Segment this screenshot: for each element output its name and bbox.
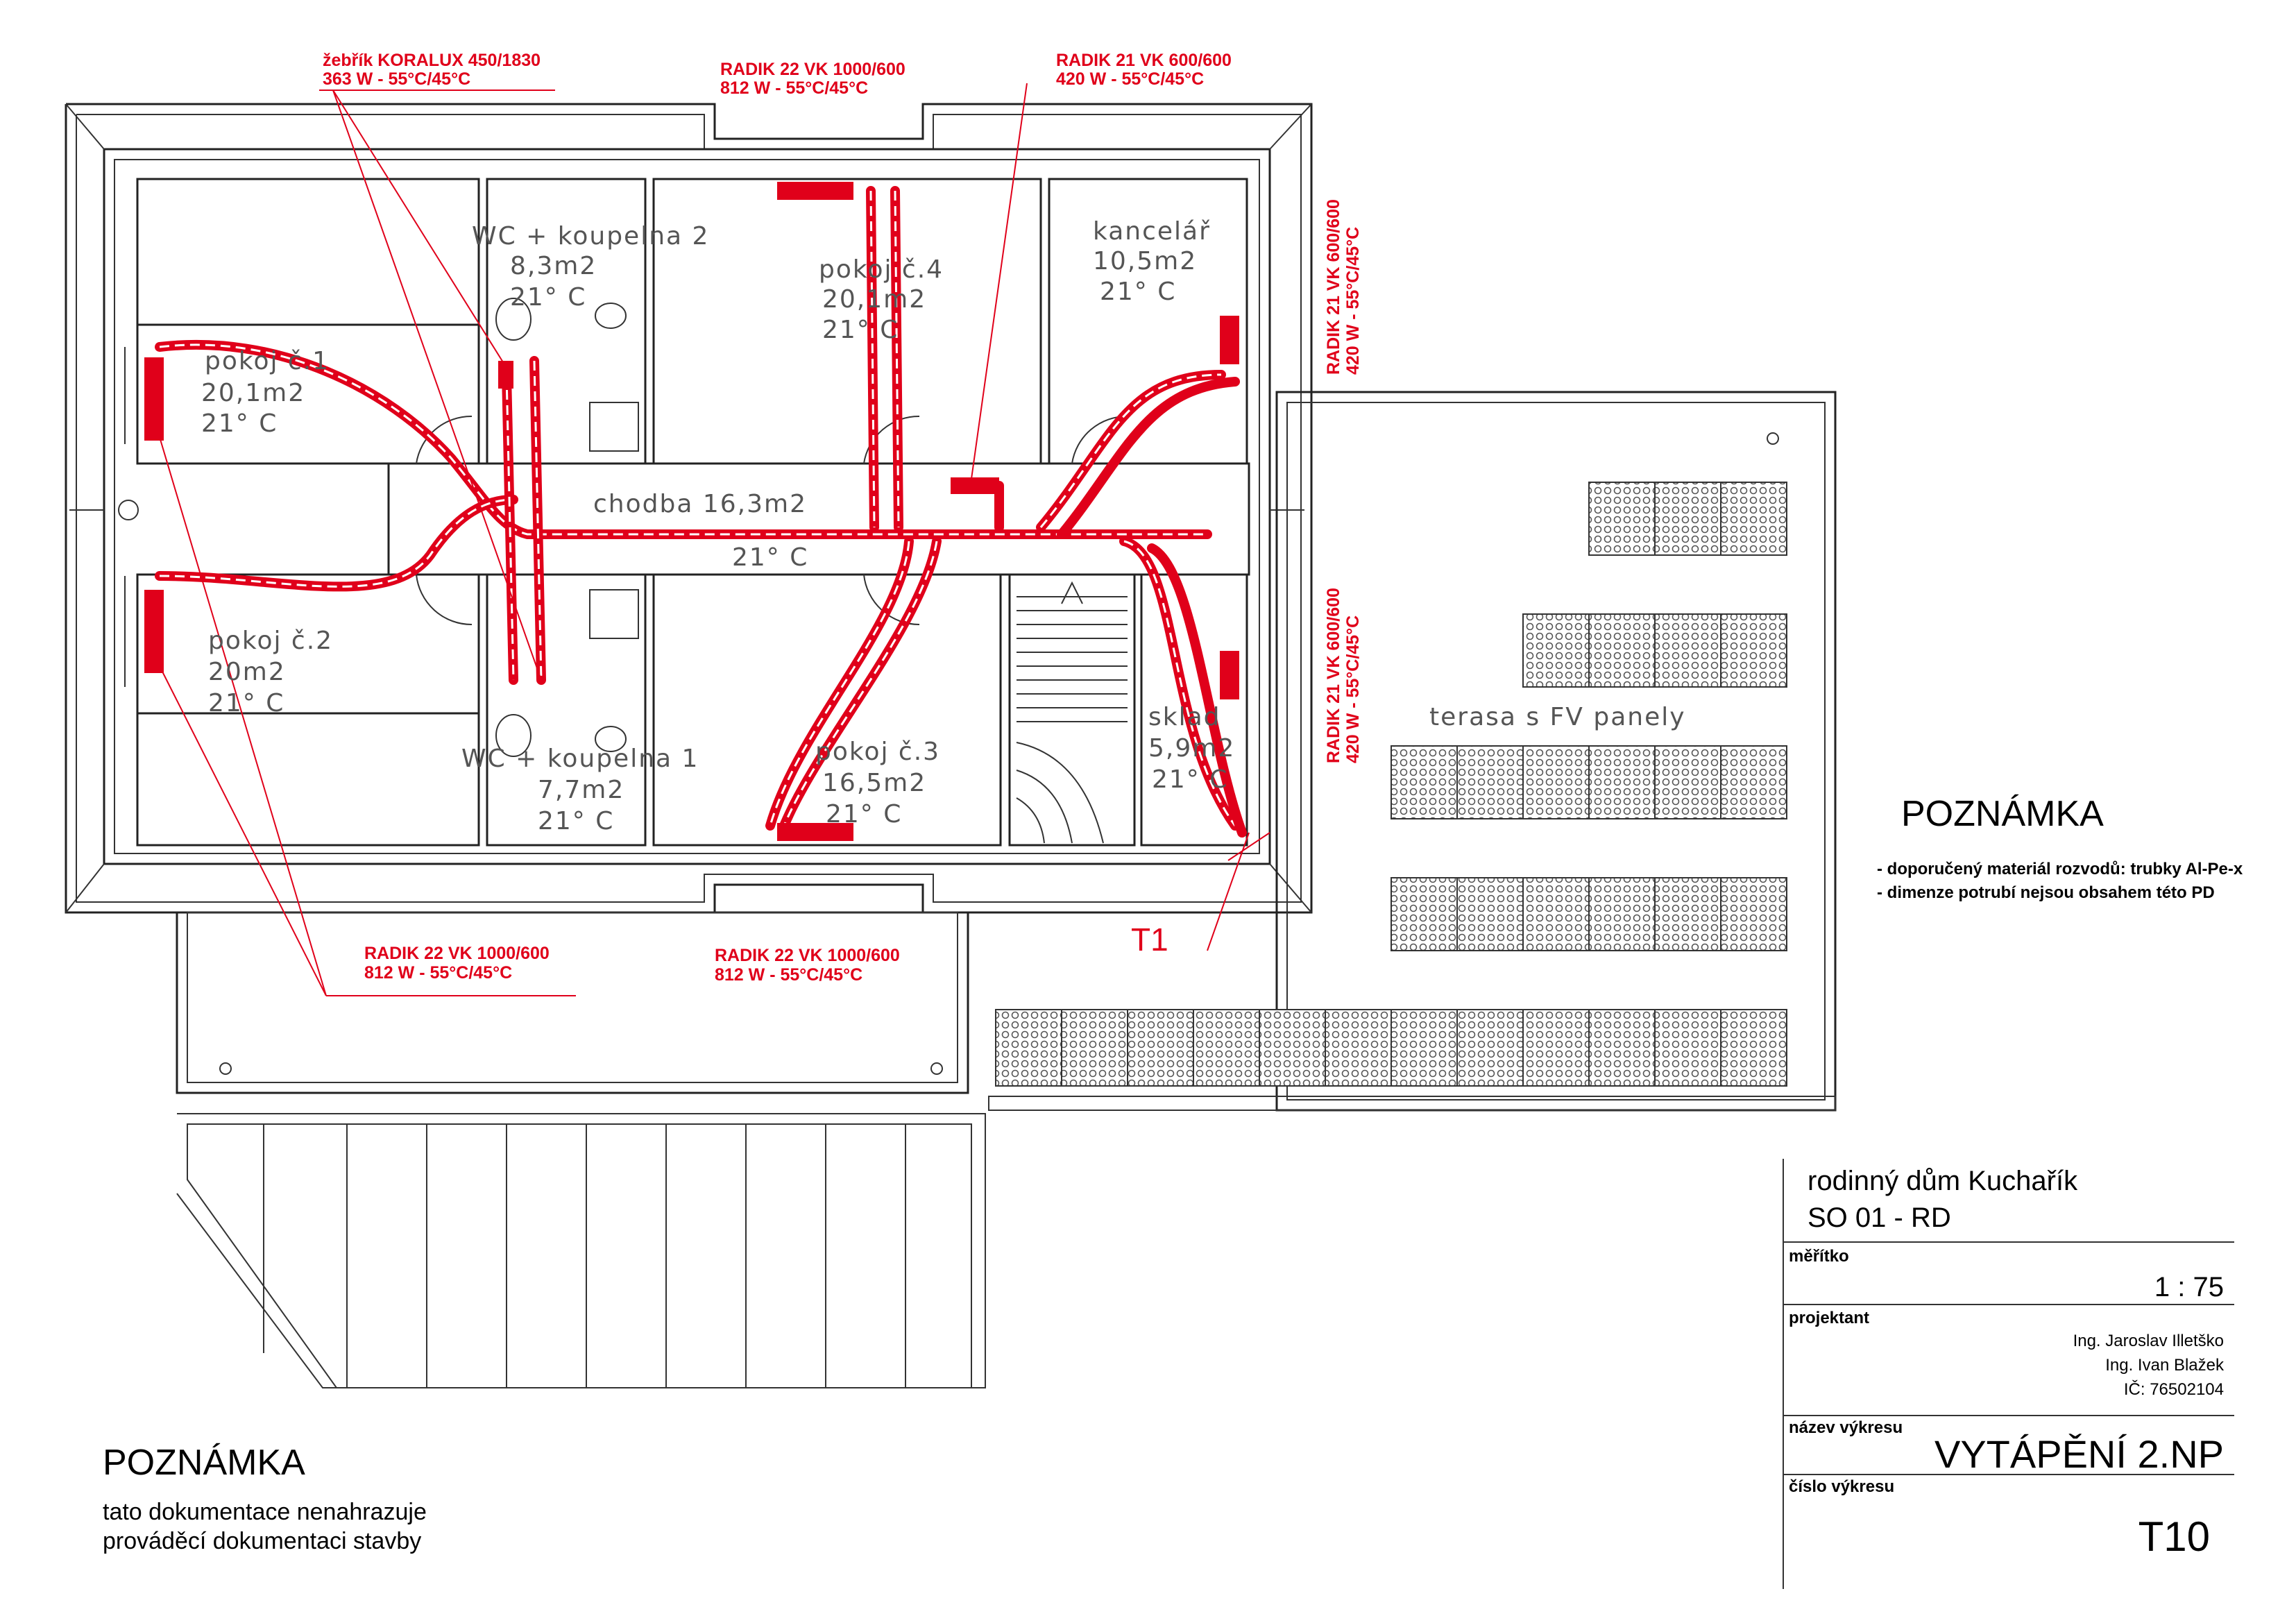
room-wc1-name: WC + koupelna 1: [461, 745, 699, 773]
room-pokoj4-temp: 21° C: [822, 316, 899, 344]
title-designer-1: Ing. Jaroslav Illetško: [2073, 1332, 2224, 1350]
room-pokoj1-area: 20,1m2: [201, 379, 305, 407]
room-wc1-area: 7,7m2: [538, 776, 624, 804]
room-sklad-name: sklad: [1148, 703, 1221, 731]
note-left-line-2: prováděcí dokumentaci stavby: [103, 1528, 421, 1554]
radiator-side-top-power: 420 W - 55°C/45°C: [1343, 227, 1363, 375]
note-left-line-1: tato dokumentace nenahrazuje: [103, 1499, 427, 1525]
room-terasa-name: terasa s FV panely: [1429, 703, 1686, 731]
radiator-side-bottom-type: RADIK 21 VK 600/600: [1324, 588, 1343, 763]
room-pokoj2-temp: 21° C: [208, 689, 284, 717]
radiator-pokoj1: [144, 357, 164, 441]
room-wc1-temp: 21° C: [538, 807, 614, 835]
radiator-sklad: [1220, 651, 1239, 699]
title-designer-label: projektant: [1789, 1309, 1869, 1327]
radiator-top-right-power: 420 W - 55°C/45°C: [1056, 69, 1204, 89]
staircase: [1016, 581, 1128, 844]
title-drawing-name-label: název výkresu: [1789, 1418, 1903, 1437]
radiator-zebrik-power: 363 W - 55°C/45°C: [323, 69, 470, 89]
heating-pipes: [155, 186, 1247, 838]
note-right-heading: POZNÁMKA: [1901, 794, 2104, 834]
room-sklad-temp: 21° C: [1152, 765, 1228, 794]
title-drawing-number-label: číslo výkresu: [1789, 1477, 1894, 1496]
title-drawing-name: VYTÁPĚNÍ 2.NP: [1934, 1432, 2224, 1476]
radiator-side-top-type: RADIK 21 VK 600/600: [1324, 199, 1343, 375]
leader-lines: [159, 83, 1270, 996]
room-kancelar-temp: 21° C: [1100, 278, 1176, 306]
radiator-bottom-left-power: 812 W - 55°C/45°C: [364, 963, 512, 983]
pv-panels: [995, 482, 1787, 1087]
room-chodba-name: chodba 16,3m2: [593, 490, 807, 518]
note-left-heading: POZNÁMKA: [103, 1443, 305, 1483]
radiator-pokoj4: [777, 182, 853, 200]
balcony-and-pergola: [176, 911, 986, 1388]
room-pokoj3-name: pokoj č.3: [815, 738, 940, 766]
room-pokoj1-temp: 21° C: [201, 409, 278, 438]
radiator-bottom-left-type: RADIK 22 VK 1000/600: [364, 944, 550, 963]
room-pokoj2-area: 20m2: [208, 658, 286, 686]
room-kancelar-area: 10,5m2: [1093, 247, 1197, 275]
note-right: POZNÁMKA - doporučený materiál rozvodů: …: [1877, 794, 2243, 902]
title-block: rodinný dům Kuchařík SO 01 - RD měřítko …: [1783, 1159, 2234, 1589]
radiator-side-bottom-power: 420 W - 55°C/45°C: [1343, 615, 1363, 763]
radiator-top-mid-type: RADIK 22 VK 1000/600: [720, 60, 905, 79]
title-scale-label: měřítko: [1789, 1247, 1849, 1266]
building-outline: [65, 103, 1313, 914]
room-chodba-temp: 21° C: [732, 543, 808, 572]
room-wc2-name: WC + koupelna 2: [472, 222, 709, 250]
note-right-line-2: - dimenze potrubí nejsou obsahem této PD: [1877, 883, 2215, 902]
radiator-pokoj3: [777, 823, 853, 841]
radiator-ladder-wc2: [498, 361, 513, 389]
room-sklad-area: 5,9m2: [1148, 734, 1235, 763]
radiator-labels: žebřík KORALUX 450/1830 363 W - 55°C/45°…: [323, 51, 1363, 985]
radiators: [144, 182, 1239, 841]
room-pokoj1-name: pokoj č.1: [205, 347, 330, 375]
title-designer-3: IČ: 76502104: [2124, 1379, 2224, 1399]
radiator-top-right-type: RADIK 21 VK 600/600: [1056, 51, 1232, 70]
title-project: rodinný dům Kuchařík: [1808, 1166, 2078, 1196]
radiator-bottom-mid-type: RADIK 22 VK 1000/600: [715, 946, 900, 965]
title-object: SO 01 - RD: [1808, 1203, 1951, 1233]
radiator-pokoj2: [144, 590, 164, 673]
room-pokoj4-name: pokoj č.4: [819, 255, 944, 284]
t1-label: T1: [1131, 921, 1168, 958]
room-pokoj3-area: 16,5m2: [822, 769, 926, 797]
room-wc2-area: 8,3m2: [510, 252, 597, 280]
note-right-line-1: - doporučený materiál rozvodů: trubky Al…: [1877, 860, 2243, 878]
room-pokoj4-area: 20,1m2: [822, 285, 926, 314]
radiator-chodba: [951, 477, 999, 494]
radiator-zebrik-type: žebřík KORALUX 450/1830: [323, 51, 541, 70]
title-designer-2: Ing. Ivan Blažek: [2105, 1356, 2225, 1375]
radiator-bottom-mid-power: 812 W - 55°C/45°C: [715, 965, 862, 985]
room-kancelar-name: kancelář: [1093, 217, 1211, 246]
room-pokoj3-temp: 21° C: [826, 800, 902, 829]
radiator-top-mid-power: 812 W - 55°C/45°C: [720, 78, 868, 98]
title-scale: 1 : 75: [2154, 1272, 2224, 1302]
title-drawing-number: T10: [2138, 1513, 2210, 1560]
room-labels: WC + koupelna 2 8,3m2 21° C pokoj č.4 20…: [201, 217, 1686, 835]
room-wc2-temp: 21° C: [510, 283, 586, 312]
note-left: POZNÁMKA tato dokumentace nenahrazuje pr…: [103, 1443, 427, 1554]
room-pokoj2-name: pokoj č.2: [208, 627, 333, 655]
radiator-kancelar: [1220, 316, 1239, 364]
